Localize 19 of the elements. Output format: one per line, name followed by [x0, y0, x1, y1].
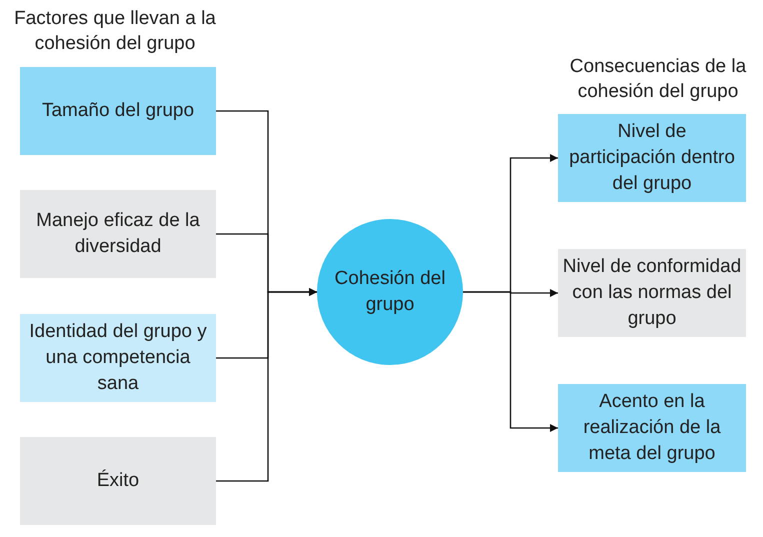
process-box	[558, 249, 746, 337]
node-text: Nivel de conformidad con las normas del grupo	[562, 255, 742, 331]
process-box	[20, 190, 216, 278]
node-text: Nivel de participación dentro del grupo	[568, 120, 736, 196]
node-text: Identidad del grupo y una competencia sana	[28, 320, 208, 396]
process-box	[20, 437, 216, 525]
node-text: Manejo eficaz de la diversidad	[35, 209, 201, 259]
node-text: Tamaño del grupo	[42, 99, 194, 123]
heading-text: Factores que llevan a la cohesión del grupo	[13, 7, 217, 56]
process-box	[20, 67, 216, 155]
connector-arrow	[216, 288, 317, 482]
process-box	[558, 384, 746, 472]
heading-text: Consecuencias de la cohesión del grupo	[568, 55, 748, 104]
process-box	[558, 114, 746, 202]
node-text: Cohesión del grupo	[334, 267, 446, 317]
node-text: Éxito	[96, 468, 140, 493]
node-text: Acento en la realización de la meta del grupo	[582, 390, 722, 466]
process-box	[20, 314, 216, 402]
connector-arrow	[463, 291, 558, 432]
